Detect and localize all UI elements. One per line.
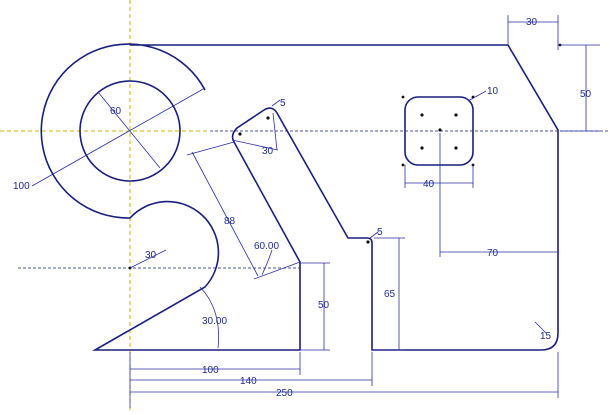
dim-100-bottom: 100 bbox=[202, 365, 219, 376]
dim-r100: 100 bbox=[13, 181, 30, 192]
center-hole bbox=[79, 80, 181, 182]
square-mark bbox=[420, 146, 424, 150]
dim-30-slot-width: 30 bbox=[262, 146, 274, 157]
dim-30-angle: 30.00 bbox=[202, 316, 227, 327]
step-mark bbox=[366, 240, 370, 244]
dim-50-left: 50 bbox=[318, 300, 330, 311]
square-mark bbox=[420, 113, 424, 117]
dim-r15: 15 bbox=[540, 331, 552, 342]
dim-250: 250 bbox=[276, 388, 293, 399]
dim-40-square: 40 bbox=[423, 179, 435, 190]
dim-140: 140 bbox=[240, 376, 257, 387]
square-mark bbox=[454, 146, 458, 150]
dim-r5-step: 5 bbox=[377, 227, 383, 238]
dim-60-circle: 60 bbox=[110, 106, 122, 117]
dim-50-right: 50 bbox=[580, 89, 592, 100]
dim-88-slot: 88 bbox=[224, 216, 236, 227]
slot-mark bbox=[266, 116, 270, 120]
dim-30-top: 30 bbox=[526, 17, 538, 28]
dim-r10: 10 bbox=[487, 86, 499, 97]
square-cutout bbox=[404, 96, 474, 166]
part-outline bbox=[40, 43, 559, 351]
square-mark bbox=[454, 113, 458, 117]
square-center-mark bbox=[438, 128, 442, 132]
dim-r5-slot: 5 bbox=[280, 98, 286, 109]
dim-70: 70 bbox=[487, 248, 499, 259]
dim-r30: 30 bbox=[145, 250, 157, 261]
square-corner-mark bbox=[401, 163, 405, 167]
dim-65: 65 bbox=[384, 289, 396, 300]
square-corner-mark bbox=[401, 95, 405, 99]
dim-60-angle: 60.00 bbox=[254, 241, 279, 252]
slot-mark bbox=[238, 132, 242, 136]
